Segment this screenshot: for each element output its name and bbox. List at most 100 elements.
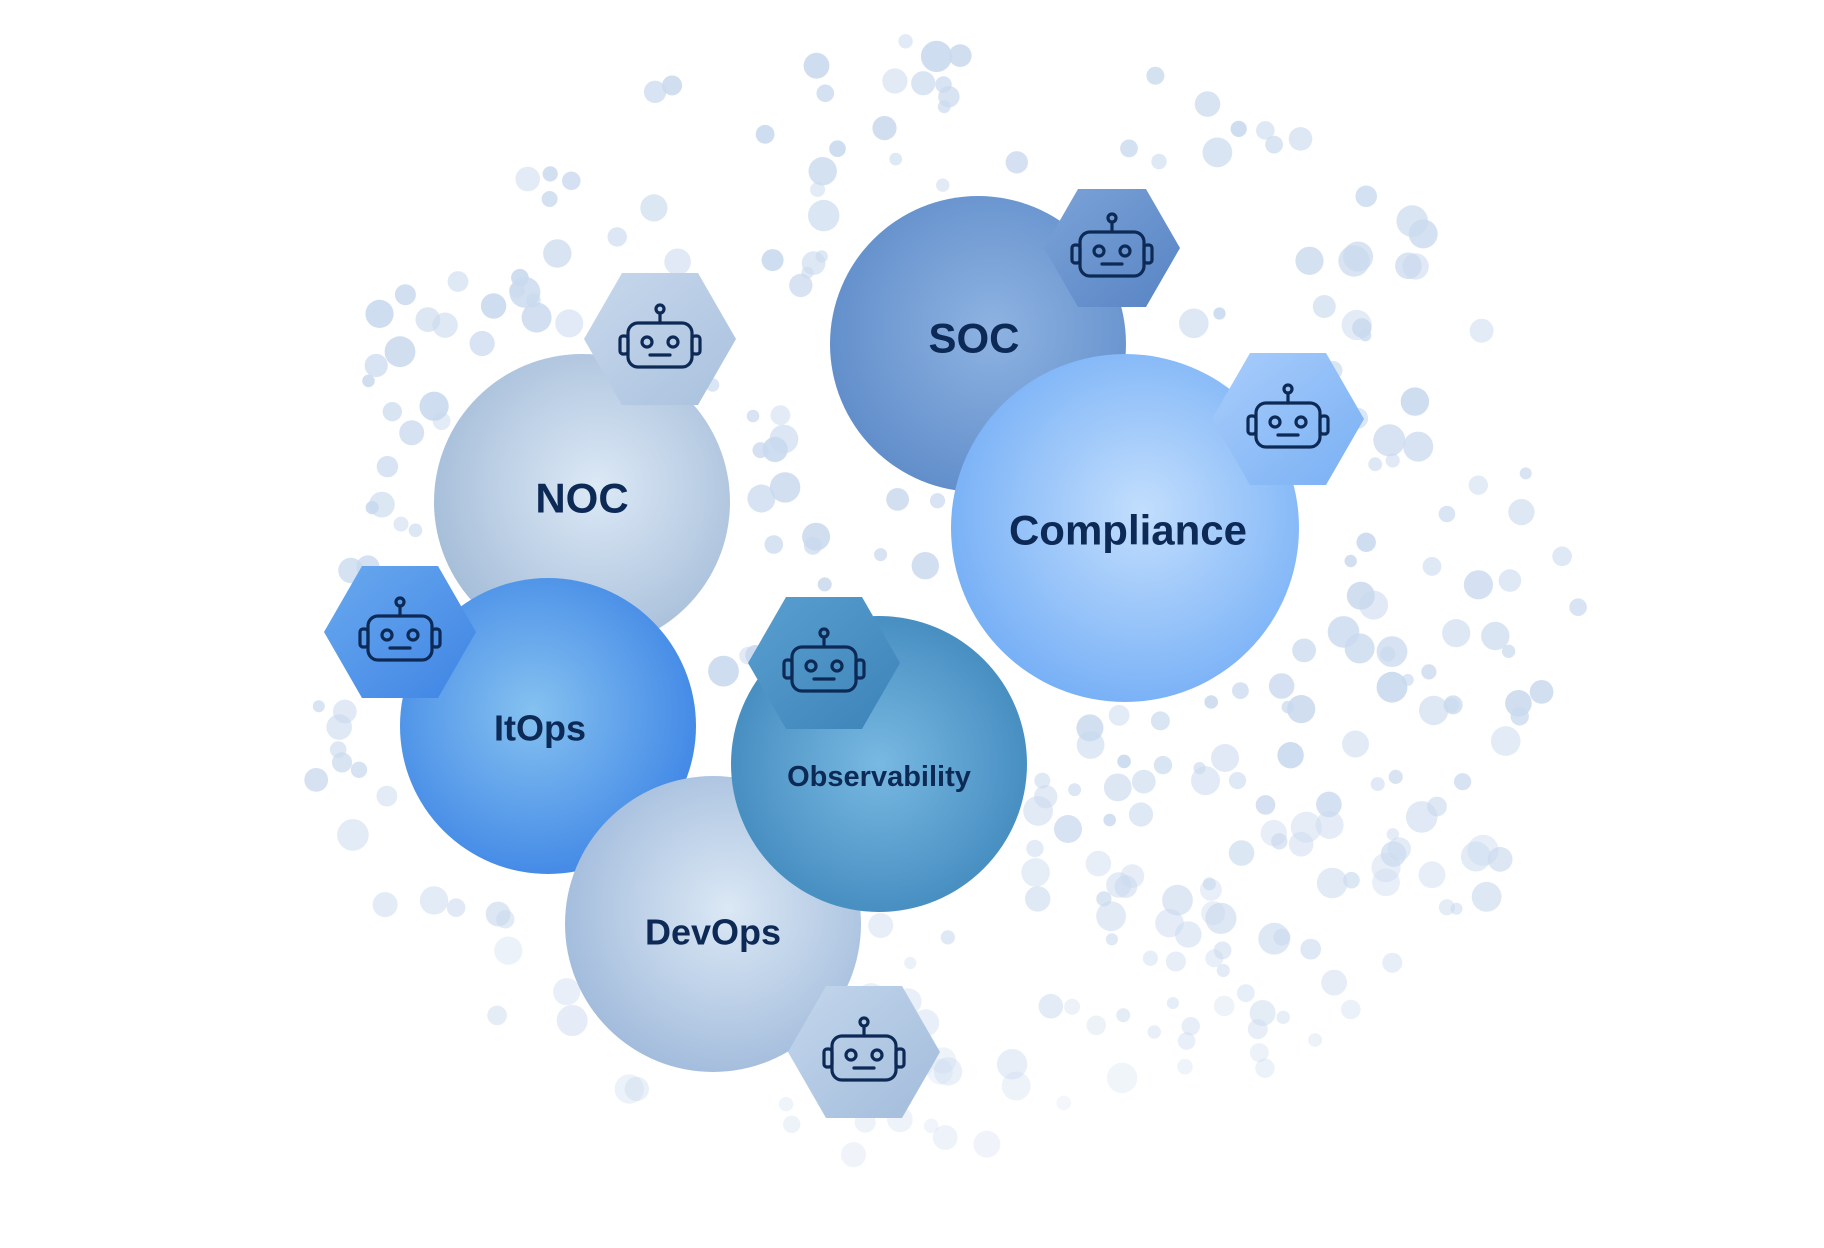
- background-dot: [1258, 922, 1291, 955]
- itops-robot-badge: [324, 566, 476, 698]
- background-dot: [911, 71, 936, 96]
- background-dot: [1344, 633, 1375, 664]
- background-dot: [1064, 998, 1081, 1015]
- background-dot: [1315, 811, 1344, 839]
- background-dot: [1355, 185, 1377, 208]
- background-dot: [783, 1115, 801, 1134]
- background-dot: [948, 44, 972, 67]
- background-dot: [1034, 772, 1051, 789]
- noc-label: NOC: [535, 475, 628, 522]
- background-dot: [1177, 1032, 1196, 1050]
- background-dot: [752, 442, 769, 459]
- background-dot: [1368, 457, 1383, 472]
- background-dot: [1295, 246, 1324, 275]
- background-dot: [1216, 963, 1230, 978]
- background-dot: [394, 284, 416, 306]
- background-dot: [929, 493, 946, 509]
- background-dot: [543, 239, 572, 268]
- background-dot: [1106, 1062, 1138, 1094]
- background-dot: [1388, 769, 1403, 785]
- background-dot: [789, 273, 813, 298]
- background-dot: [662, 75, 683, 96]
- background-dot: [1255, 795, 1276, 815]
- background-dot: [415, 307, 441, 332]
- background-dot: [382, 402, 402, 422]
- background-dot: [1249, 1043, 1269, 1063]
- background-dot: [1344, 554, 1357, 568]
- background-dot: [1128, 802, 1154, 827]
- node-observability: Observability: [731, 597, 1027, 912]
- background-dot: [1300, 938, 1322, 960]
- background-dot: [996, 1049, 1028, 1080]
- background-dot: [1147, 1025, 1162, 1039]
- background-dot: [1359, 329, 1372, 342]
- background-dot: [762, 436, 788, 463]
- background-dot: [1150, 711, 1170, 731]
- background-dot: [1056, 1095, 1072, 1111]
- background-dot: [1103, 813, 1116, 827]
- background-dot: [1380, 646, 1396, 662]
- background-dot: [337, 819, 369, 851]
- background-dot: [761, 249, 784, 272]
- background-dot: [607, 227, 627, 247]
- background-dot: [1175, 921, 1202, 948]
- background-dot: [332, 699, 357, 724]
- background-dot: [480, 293, 507, 319]
- background-dot: [1308, 1033, 1322, 1047]
- background-dot: [1469, 318, 1494, 343]
- background-dot: [803, 536, 822, 555]
- background-dot: [541, 191, 558, 207]
- background-dot: [1277, 742, 1304, 769]
- background-dot: [815, 250, 828, 263]
- background-dot: [1419, 695, 1449, 726]
- background-dot: [940, 930, 955, 945]
- background-dot: [1204, 695, 1218, 709]
- background-dot: [1395, 252, 1422, 280]
- background-dot: [624, 1076, 649, 1102]
- background-dot: [1468, 475, 1489, 495]
- background-dot: [1202, 137, 1233, 168]
- compliance-robot-badge: [1212, 353, 1364, 485]
- compliance-label: Compliance: [1009, 507, 1247, 554]
- background-dot: [542, 166, 558, 182]
- background-dot: [923, 1118, 939, 1134]
- background-dot: [840, 1142, 867, 1168]
- robot-icon: [1246, 383, 1330, 449]
- soc-label: SOC: [928, 315, 1019, 362]
- background-dot: [920, 40, 953, 72]
- background-dot: [1131, 769, 1156, 794]
- background-dot: [1386, 828, 1400, 841]
- background-dot: [365, 299, 394, 328]
- background-dot: [1146, 66, 1165, 85]
- background-dot: [1312, 295, 1336, 318]
- background-dot: [1076, 731, 1105, 759]
- background-dot: [469, 330, 495, 357]
- background-dot: [1202, 877, 1216, 891]
- background-dot: [1292, 638, 1316, 663]
- background-dot: [399, 420, 425, 446]
- background-dot: [376, 455, 399, 478]
- background-dot: [1179, 308, 1209, 339]
- background-dot: [1086, 1015, 1107, 1036]
- background-dot: [1487, 846, 1513, 872]
- background-dot: [1177, 1058, 1193, 1075]
- background-dot: [1255, 1058, 1275, 1078]
- background-dot: [511, 268, 529, 287]
- background-dot: [886, 488, 909, 511]
- background-dot: [1271, 833, 1288, 850]
- background-dot: [1106, 872, 1132, 898]
- soc-robot-badge: [1044, 189, 1180, 307]
- background-dot: [1117, 754, 1131, 769]
- background-dot: [1005, 151, 1028, 174]
- background-dot: [1287, 695, 1316, 724]
- background-dot: [1498, 569, 1522, 592]
- devops-robot-badge: [788, 986, 940, 1118]
- background-dot: [1288, 127, 1313, 151]
- background-dot: [376, 785, 398, 807]
- background-dot: [764, 535, 784, 554]
- background-dot: [1403, 431, 1434, 462]
- background-dot: [432, 412, 451, 430]
- background-dot: [1232, 682, 1249, 699]
- background-dot: [1256, 121, 1275, 140]
